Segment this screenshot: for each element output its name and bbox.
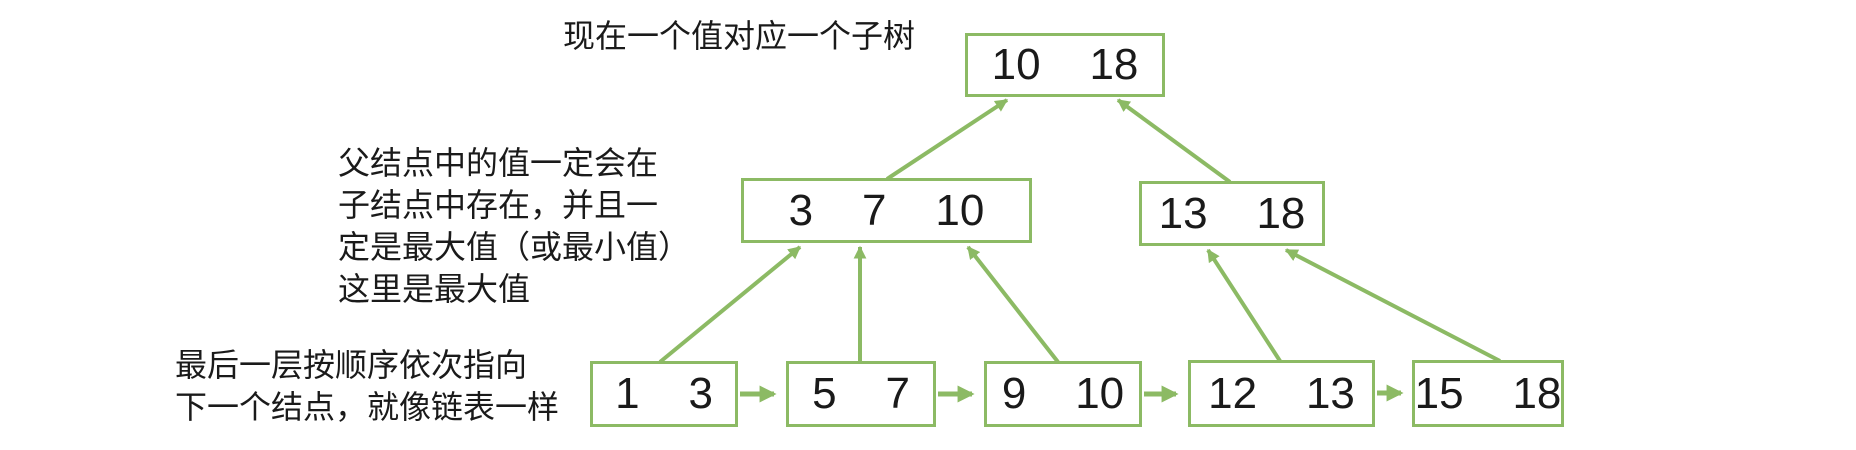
tree-node-leaf-4: 12 13 [1188, 360, 1375, 427]
annotation-parent-value-rule: 父结点中的值一定会在 子结点中存在，并且一 定是最大值（或最小值） 这里是最大值 [338, 145, 691, 307]
tree-node-leaf-5: 15 18 [1412, 360, 1564, 427]
tree-node-leaf-3: 9 10 [984, 361, 1142, 427]
annotation-leaf-linked-list: 最后一层按顺序依次指向 下一个结点，就像链表一样 [175, 347, 560, 425]
tree-node-leaf-2: 5 7 [786, 361, 936, 427]
tree-edge-root-to-left-child [885, 98, 1009, 181]
annotation-one-value-one-subtree: 现在一个值对应一个子树 [563, 18, 916, 54]
tree-edge-leaf5-to-internal [1284, 248, 1501, 363]
tree-node-internal-left: 3 7 10 [741, 178, 1032, 243]
tree-node-leaf-1: 1 3 [590, 361, 738, 427]
tree-edge-leaf3-to-internal [966, 245, 1060, 364]
tree-edge-root-to-right-child [1116, 98, 1232, 184]
tree-node-root: 10 18 [965, 33, 1165, 97]
tree-edge-leaf4-to-internal [1206, 248, 1282, 363]
tree-node-internal-right: 13 18 [1139, 181, 1325, 246]
tree-edge-leaf1-to-internal [658, 245, 802, 364]
